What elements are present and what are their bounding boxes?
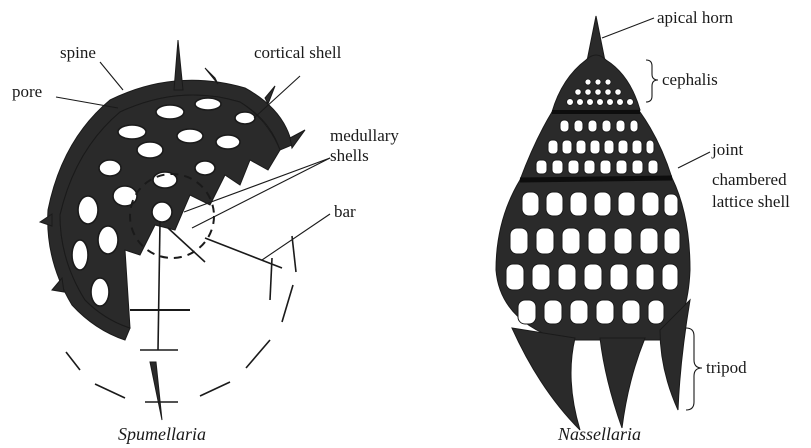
label-chambered: chambered	[712, 170, 787, 190]
label-shells: shells	[330, 146, 369, 166]
label-apical-horn: apical horn	[657, 8, 733, 28]
label-medullary: medullary	[330, 126, 399, 146]
label-tripod: tripod	[706, 358, 747, 378]
caption-nassellaria: Nassellaria	[558, 424, 641, 444]
radial-bars	[130, 222, 282, 350]
nassellaria-drawing	[496, 16, 690, 430]
label-joint: joint	[712, 140, 743, 160]
joint-band-2	[520, 178, 672, 180]
label-cephalis: cephalis	[662, 70, 718, 90]
spumellaria-drawing	[40, 40, 305, 420]
label-cortical-shell: cortical shell	[254, 43, 341, 63]
label-bar: bar	[334, 202, 356, 222]
caption-spumellaria: Spumellaria	[118, 424, 206, 444]
label-pore: pore	[12, 82, 42, 102]
label-lattice-shell: lattice shell	[712, 192, 790, 212]
medullary-shell-inner	[152, 202, 172, 222]
label-spine: spine	[60, 43, 96, 63]
